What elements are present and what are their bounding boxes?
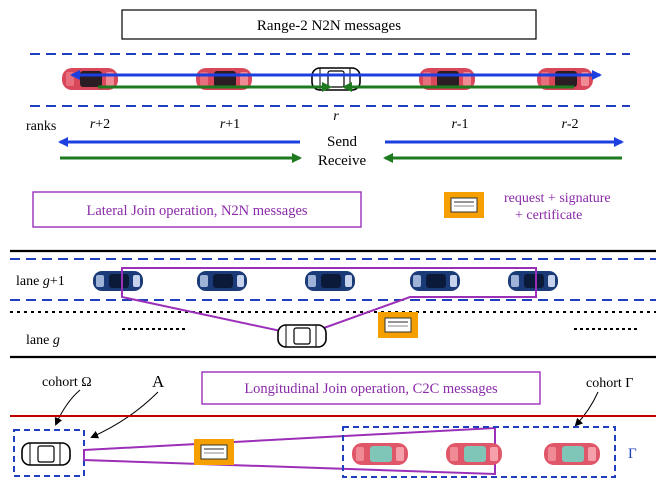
rank-r: r — [333, 109, 339, 124]
lane-g1-car-5 — [508, 271, 558, 291]
rank-r-plus-2: r+2 — [90, 117, 110, 132]
cohort-gamma-label: cohort Γ — [586, 376, 633, 391]
lane-g1-car-3 — [305, 271, 355, 291]
lane-g-plus-1-label: lane g+1 — [16, 274, 65, 289]
lane-g1-car-2 — [197, 271, 247, 291]
ranks-label: ranks — [26, 119, 56, 134]
longitudinal-join-text: Longitudinal Join operation, C2C message… — [244, 381, 498, 397]
legend-message-icon — [443, 191, 485, 219]
lane-g-label: lane g — [26, 333, 60, 348]
longitudinal-join-beam — [83, 426, 496, 476]
rank-r-minus-2: r-2 — [561, 117, 578, 132]
a-pointer — [90, 391, 159, 439]
longitudinal-message-icon — [193, 438, 235, 466]
cohort-gamma-pointer — [574, 391, 599, 427]
lane-g-joining-car — [277, 324, 327, 348]
lateral-join-box — [32, 191, 362, 228]
lane-g1-car-4 — [410, 271, 460, 291]
receive-label: Receive — [318, 153, 367, 169]
cohort-gamma-car-2 — [446, 443, 502, 465]
rank-r-plus-1: r+1 — [220, 117, 240, 132]
title-text: Range-2 N2N messages — [257, 18, 401, 34]
cohort-gamma-car-3 — [544, 443, 600, 465]
lateral-join-text: Lateral Join operation, N2N messages — [86, 203, 307, 219]
gamma-side-label: Γ — [628, 446, 637, 462]
lateral-message-icon — [377, 311, 419, 339]
cohort-gamma-box — [342, 426, 616, 478]
lane-g1-car-1 — [93, 271, 143, 291]
title-box — [121, 9, 537, 40]
send-label: Send — [327, 134, 358, 150]
cohort-omega-label: cohort Ω — [42, 375, 92, 390]
longitudinal-join-box — [201, 371, 541, 405]
a-label: A — [152, 372, 165, 391]
rank-r-minus-1: r-1 — [451, 117, 468, 132]
cohort-omega-pointer — [54, 389, 81, 426]
lateral-join-beam — [121, 267, 537, 334]
legend-line1: request + signature — [504, 191, 611, 206]
car-a — [21, 442, 71, 466]
cohort-gamma-car-1 — [352, 443, 408, 465]
legend-line2: + certificate — [515, 208, 582, 223]
